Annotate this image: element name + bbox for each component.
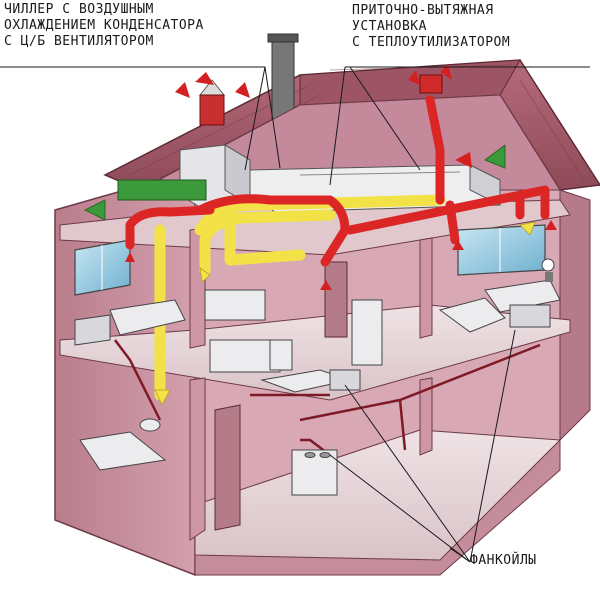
leader-lines <box>0 66 590 563</box>
ventilation-label-line-1: ПРИТОЧНО-ВЫТЯЖНАЯ <box>352 3 494 18</box>
chiller-label-line-2: ОХЛАЖДЕНИЕМ КОНДЕНСАТОРА <box>4 18 204 33</box>
ventilation-label-line-2: УСТАНОВКА <box>352 19 427 34</box>
water-pipes <box>114 339 541 456</box>
chiller-label-line-3: С Ц/Б ВЕНТИЛЯТОРОМ <box>4 34 154 49</box>
roof-exhaust-vent <box>198 79 226 126</box>
wall-intake <box>117 179 207 201</box>
partitions <box>189 227 433 541</box>
ventilation-label-line-3: С ТЕПЛОУТИЛИЗАТОРОМ <box>352 35 511 50</box>
chiller-label: ЧИЛЛЕР С ВОЗДУШНЫМ ОХЛАЖДЕНИЕМ КОНДЕНСАТ… <box>4 2 204 50</box>
windows <box>74 224 546 296</box>
furniture <box>74 279 561 496</box>
yellow-arrows <box>154 221 536 406</box>
red-ducts <box>125 95 550 267</box>
chiller-label-line-1: ЧИЛЛЕР С ВОЗДУШНЫМ <box>4 2 154 17</box>
plant <box>541 258 555 282</box>
doors <box>214 261 348 531</box>
fancoils-label: ФАНКОЙЛЫ <box>470 553 537 568</box>
yellow-ducts <box>154 194 446 401</box>
ventilation-label: ПРИТОЧНО-ВЫТЯЖНАЯ УСТАНОВКА С ТЕПЛОУТИЛИ… <box>352 3 510 51</box>
green-arrows <box>84 144 506 221</box>
red-arrows <box>125 64 557 290</box>
roof-intake-vent <box>419 74 443 94</box>
